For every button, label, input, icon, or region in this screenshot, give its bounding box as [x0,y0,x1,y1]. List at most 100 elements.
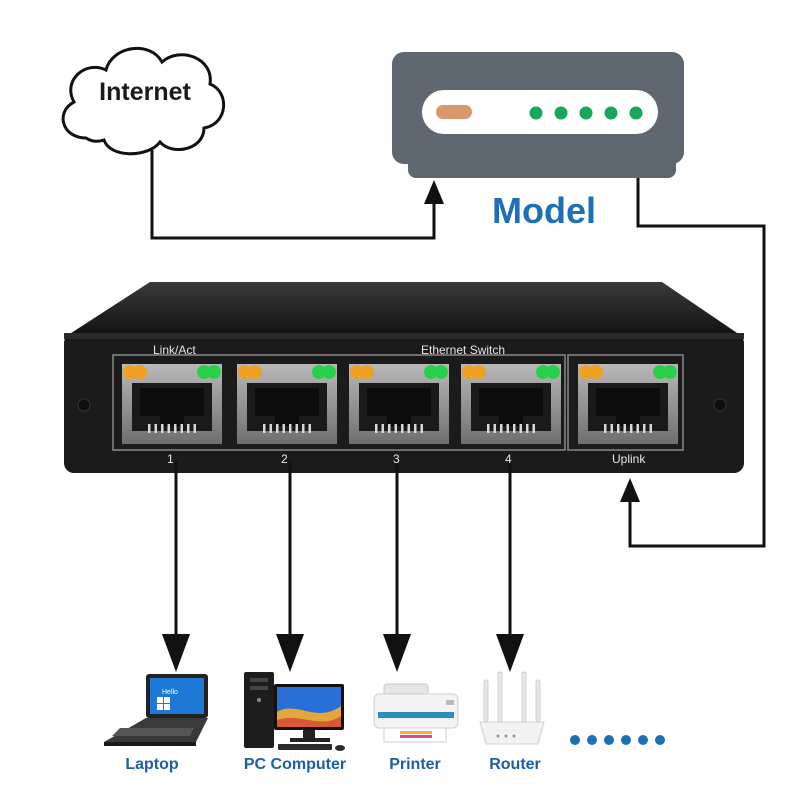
switch-to-devices-connectors [162,460,524,672]
port-pin [636,424,639,433]
port-pin [375,424,378,433]
port-pin [394,424,397,433]
device-label-pc-computer: PC Computer [243,756,347,773]
port-number-4: 4 [505,452,512,466]
port-pin [643,424,646,433]
act-led-green [312,365,326,379]
device-label-router: Router [489,756,541,773]
link-led-amber [589,365,603,379]
router-icon [479,671,545,745]
port-pin [302,424,305,433]
laptop-screen-text: Hello [162,689,178,696]
port-number-3: 3 [393,452,400,466]
act-led-green [322,365,336,379]
laptop-icon [104,674,208,746]
act-led-green [663,365,677,379]
port-4 [461,364,561,444]
uplink-port [578,364,678,444]
port-latch-slot [499,416,523,426]
port-pin [148,424,151,433]
act-led-green [653,365,667,379]
act-led-green [536,365,550,379]
internet-cloud-icon [61,46,226,156]
link-led-amber [462,365,476,379]
port-pin [506,424,509,433]
port-number-2: 2 [281,452,288,466]
ellipsis-dots-icon [570,735,665,745]
port-pin [174,424,177,433]
internet-label: Internet [99,78,191,106]
link-led-amber [123,365,137,379]
link-act-label: Link/Act [153,343,196,357]
modem-label: Model [492,190,596,231]
port-pin [487,424,490,433]
port-latch-slot [160,416,184,426]
printer-icon [373,683,459,743]
device-label-laptop: Laptop [125,756,179,773]
act-led-green [207,365,221,379]
pc-computer-icon [244,672,345,751]
port-pin [617,424,620,433]
port-cavity [255,388,319,416]
uplink-label: Uplink [612,452,646,466]
port-pin [187,424,190,433]
link-led-amber [360,365,374,379]
port-pin [180,424,183,433]
port-pin [407,424,410,433]
port-cavity [367,388,431,416]
port-pin [282,424,285,433]
port-pin [154,424,157,433]
port-cavity [140,388,204,416]
link-led-amber [579,365,593,379]
link-led-amber [133,365,147,379]
modem-icon [392,52,684,178]
port-pin [193,424,196,433]
modem-to-uplink-connector [620,178,766,548]
act-led-green [424,365,438,379]
port-pin [269,424,272,433]
port-pin [263,424,266,433]
act-led-green [434,365,448,379]
port-pin [289,424,292,433]
port-latch-slot [616,416,640,426]
port-cavity [596,388,660,416]
link-led-amber [238,365,252,379]
port-pin [295,424,298,433]
port-pin [604,424,607,433]
port-pin [167,424,170,433]
port-latch-slot [387,416,411,426]
port-pin [623,424,626,433]
port-pin [630,424,633,433]
port-pin [420,424,423,433]
internet-to-modem-connector [150,150,444,240]
port-1 [122,364,222,444]
port-pin [610,424,613,433]
link-led-amber [248,365,262,379]
act-led-green [546,365,560,379]
port-pin [526,424,529,433]
port-pin [161,424,164,433]
port-pin [381,424,384,433]
port-pin [401,424,404,433]
port-pin [500,424,503,433]
port-3 [349,364,449,444]
device-label-printer: Printer [389,756,441,773]
port-pin [519,424,522,433]
ethernet-switch-label: Ethernet Switch [421,343,506,357]
link-led-amber [472,365,486,379]
port-pin [532,424,535,433]
port-cavity [479,388,543,416]
port-2 [237,364,337,444]
act-led-green [197,365,211,379]
port-pin [649,424,652,433]
port-pin [308,424,311,433]
port-number-1: 1 [167,452,174,466]
port-latch-slot [275,416,299,426]
port-pin [388,424,391,433]
switch-ports [122,364,678,444]
port-pin [493,424,496,433]
port-pin [276,424,279,433]
port-pin [513,424,516,433]
